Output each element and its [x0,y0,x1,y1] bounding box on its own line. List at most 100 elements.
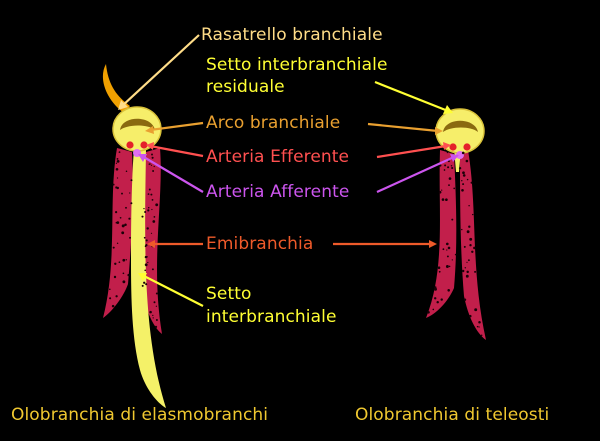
leader-raker [121,34,200,107]
gill-speckle [129,236,131,239]
gill-speckle [445,265,449,268]
gill-speckle [441,198,445,201]
label-residual-septum-line1: Setto interbranchiale [206,55,388,75]
gill-speckle [446,249,448,251]
gill-speckle [151,198,154,201]
gill-speckle [115,162,118,164]
gill-speckle [462,171,465,175]
gill-speckle [150,193,153,196]
gill-speckle [111,304,115,308]
gill-speckle [115,167,119,171]
gill-speckle [109,297,112,300]
gill-speckle [146,227,149,230]
interbranchial-septum [131,148,166,408]
gill-speckle [454,253,457,256]
leader-afferent-left-head [138,154,147,162]
gill-speckle [144,263,148,267]
gill-speckle [451,218,454,221]
gill-speckle [462,174,466,177]
gill-speckle [465,274,469,278]
gill-speckle [143,236,146,239]
gill-speckle [438,270,441,273]
gill-speckle [441,189,443,191]
right-hemibranch-outer [426,150,457,318]
gill-speckle [113,275,117,279]
leader-arch-left [149,121,204,132]
gill-speckle [124,223,127,226]
gill-speckle [141,284,144,287]
gill-speckle [478,326,480,328]
gill-speckle [129,192,131,194]
gill-speckle [118,261,121,264]
gill-speckle [444,164,447,167]
gill-speckle [122,272,125,275]
gill-speckle [473,246,476,250]
gill-speckle [147,206,150,209]
gill-speckle [155,305,158,307]
leader-septum-head [138,273,147,281]
gill-speckle [116,221,120,224]
gill-speckle [148,163,151,165]
gill-speckle [466,230,470,234]
gill-speckle [151,208,153,211]
gill-speckle [443,169,446,171]
gill-speckle [478,320,481,324]
gill-speckle [151,153,153,156]
gill-speckle [464,267,467,269]
gill-speckle [447,166,450,169]
gill-speckle [474,270,477,273]
gill-speckle [119,216,122,219]
leader-residual-head [443,105,453,114]
gill-speckle [127,273,130,277]
gill-speckle [453,187,456,190]
leader-septum [141,274,204,307]
label-residual-septum-line2: residuale [206,77,285,97]
gill-speckle [461,151,465,155]
gill-speckle [125,259,127,261]
gill-speckle [141,215,144,218]
gill-speckle [150,164,153,166]
gill-speckle [150,232,153,234]
leader-hemibranch-left-head [147,240,155,248]
gill-speckle [445,242,449,246]
gill-speckle [446,151,449,154]
gill-speckle [461,228,463,231]
gill-speckle [144,255,148,259]
gill-speckle [480,334,483,336]
gill-speckle [466,270,469,274]
label-gill-raker: Rasatrello branchiale [201,25,383,45]
gill-speckle [155,319,158,321]
gill-speckle [434,287,437,291]
gill-speckle [116,177,119,179]
gill-speckle [439,164,442,167]
gill-speckle [151,156,154,159]
gill-speckle [114,262,117,265]
gill-speckle [147,209,150,212]
elasmobranch-holobranch [102,64,166,408]
gill-speckle [145,283,148,286]
leader-efferent-right [376,144,447,159]
gill-speckle [118,151,121,153]
gill-speckle [437,266,441,269]
right-efferent-artery [449,143,457,151]
gill-speckle [153,216,156,218]
gill-speckle [109,288,111,290]
gill-speckle [155,203,159,207]
gill-speckle [122,258,126,262]
gill-speckle [458,167,462,170]
gill-speckle [434,297,437,300]
gill-speckle [436,300,439,304]
gill-speckle [469,244,472,247]
leader-arch-right-head [435,127,443,135]
gill-speckle [130,179,133,182]
gill-speckle [447,289,450,292]
gill-speckle [451,259,453,261]
gill-speckle [472,213,474,216]
gill-speckle [151,268,154,271]
gill-speckle [112,183,115,186]
right-efferent-artery-2 [463,143,471,151]
gill-speckle [434,286,437,289]
gill-speckle [147,261,149,264]
leader-arch-left-head [145,126,154,134]
gill-speckle [112,246,115,249]
